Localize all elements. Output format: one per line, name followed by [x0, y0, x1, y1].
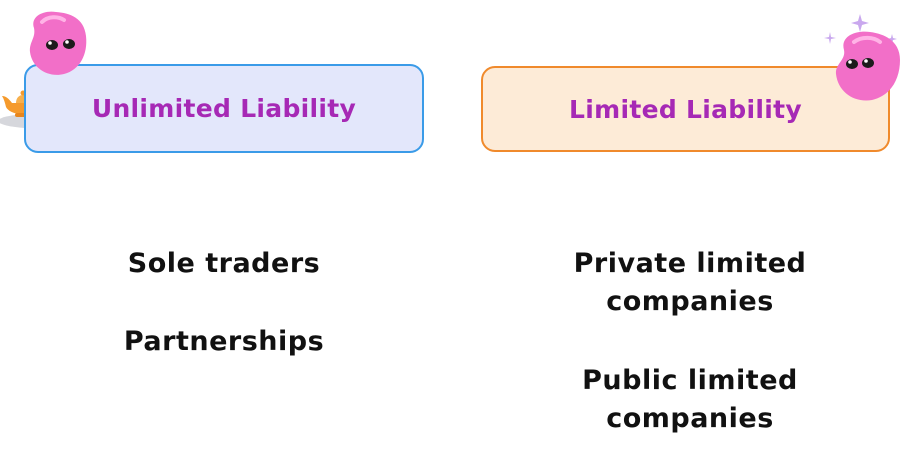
- sole-traders-text: Sole traders: [127, 248, 321, 279]
- sole-traders-item: Sole traders: [74, 245, 374, 283]
- pink-blob-mascot-icon: [835, 31, 900, 101]
- private-limited-line1: Private limited: [573, 248, 807, 279]
- public-limited-companies-item: Public limited companies: [540, 362, 840, 438]
- unlimited-liability-header: Unlimited Liability: [24, 64, 424, 153]
- unlimited-liability-label: Unlimited Liability: [91, 94, 357, 123]
- private-limited-companies-item: Private limited companies: [540, 245, 840, 321]
- limited-liability-header: Limited Liability: [481, 66, 890, 152]
- public-limited-line2: companies: [606, 403, 774, 434]
- public-limited-line1: Public limited: [582, 365, 798, 396]
- private-limited-line2: companies: [606, 286, 774, 317]
- partnerships-item: Partnerships: [74, 323, 374, 361]
- sparkle-icon: [824, 14, 897, 44]
- limited-liability-label: Limited Liability: [569, 94, 802, 124]
- partnerships-text: Partnerships: [123, 326, 325, 357]
- pink-blob-mascot-icon: [29, 11, 87, 75]
